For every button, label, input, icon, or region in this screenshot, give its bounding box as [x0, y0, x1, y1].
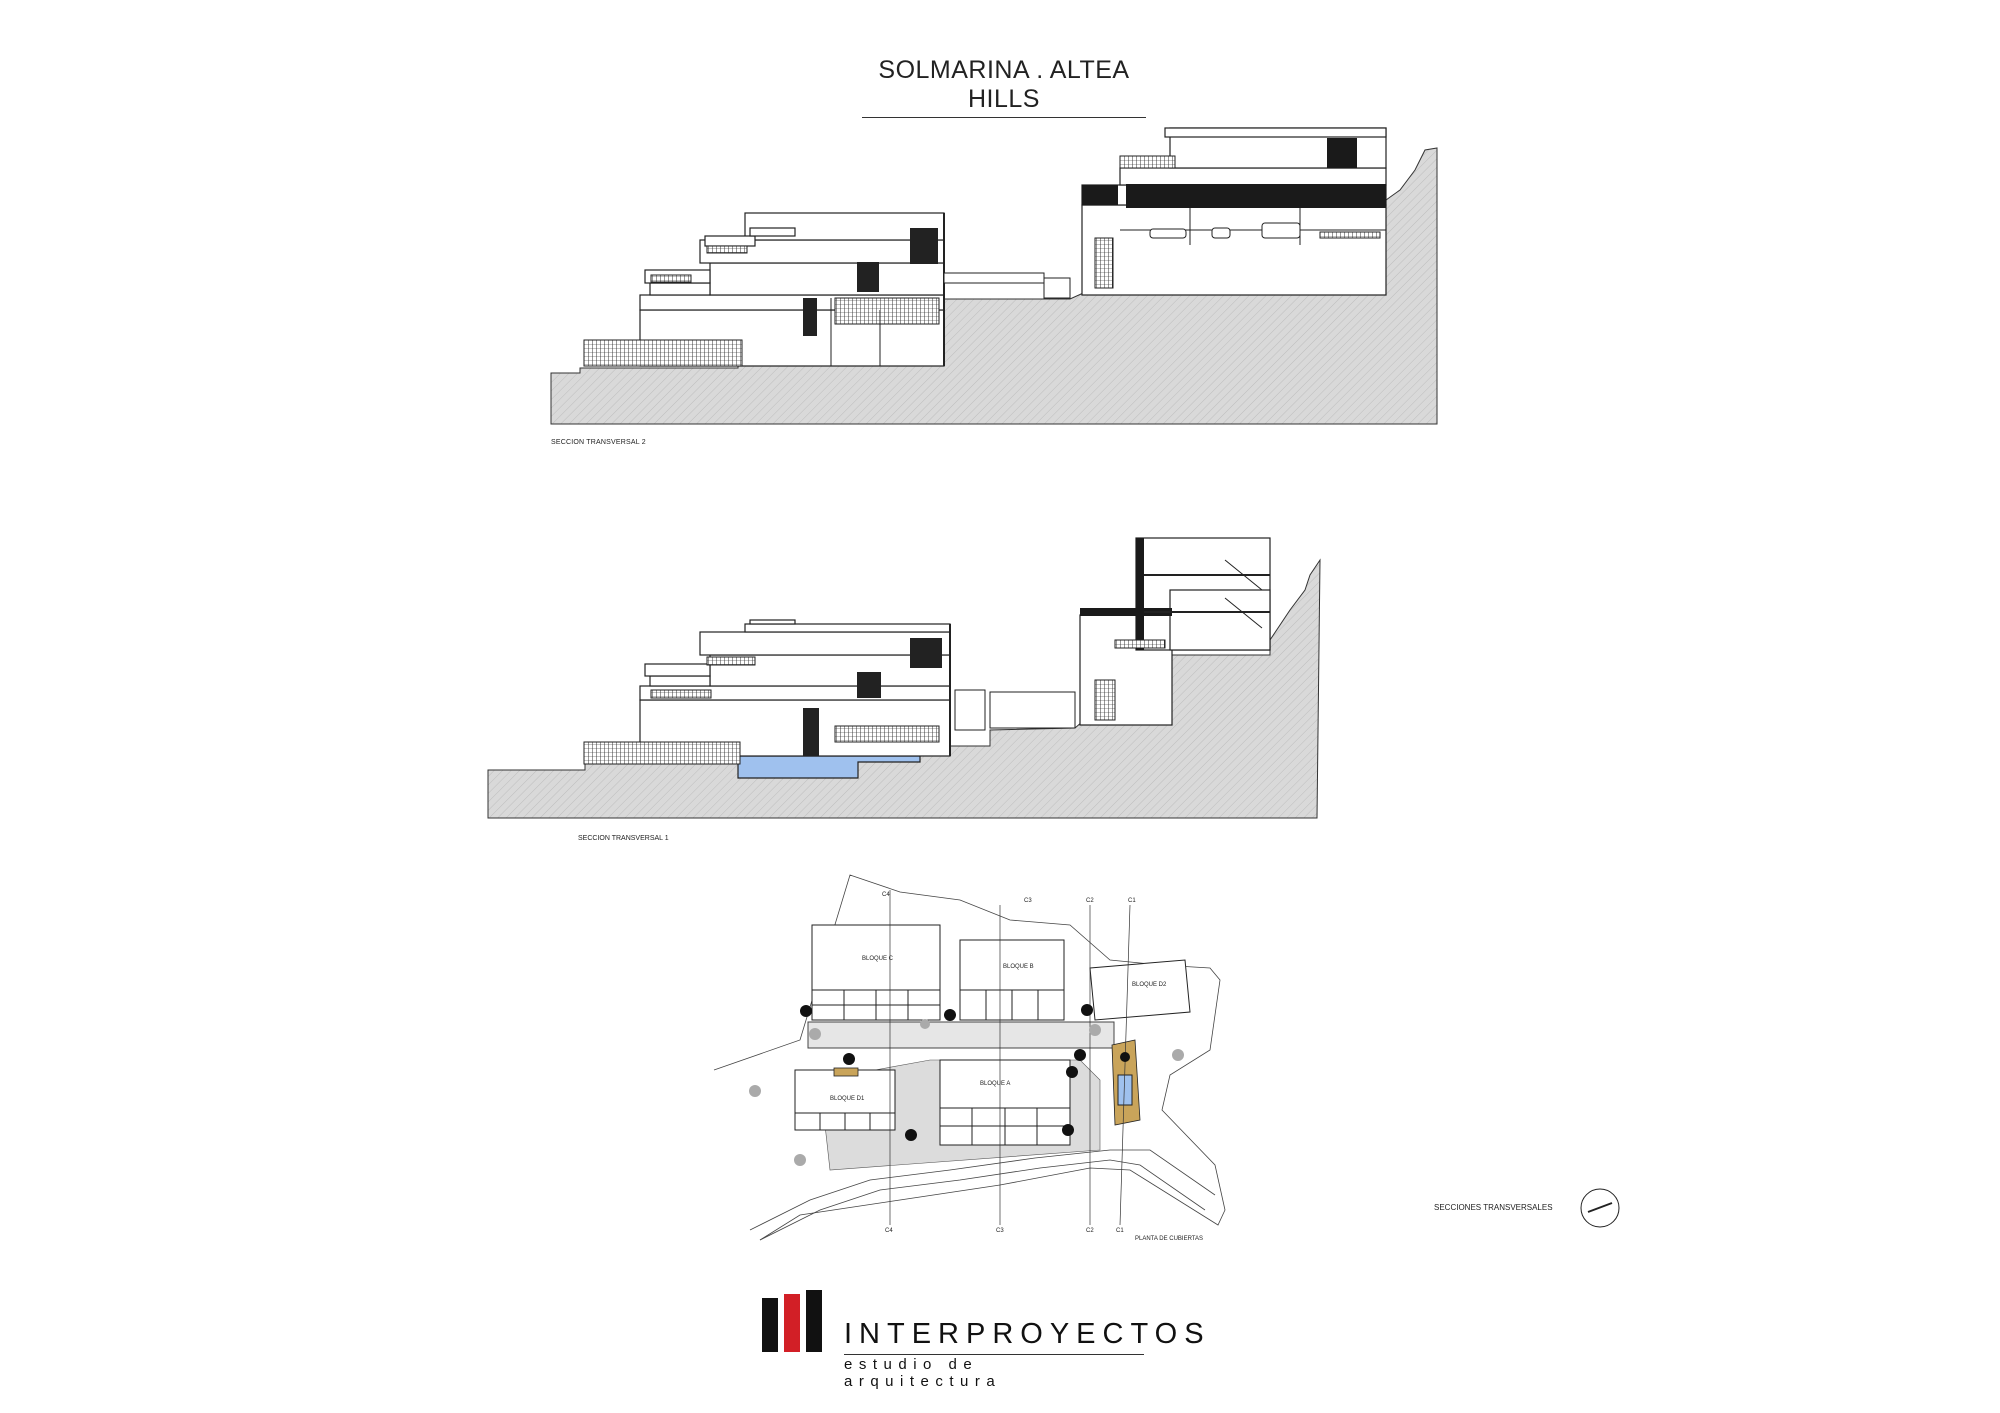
section-1-caption: SECCION TRANSVERSAL 1 — [578, 835, 669, 842]
plot-outline — [713, 874, 1226, 1241]
section-transversal-2 — [550, 127, 1438, 425]
interproyectos-logo-mark — [762, 1290, 822, 1352]
roof-plan: BLOQUE C BLOQUE B BLOQUE D2 BLOQUE A — [713, 874, 1226, 1241]
marker-c2-top: C2 — [1086, 898, 1094, 904]
marker-c3-top: C3 — [1024, 898, 1032, 904]
logo-name: INTERPROYECTOS — [844, 1318, 1211, 1350]
block-c-label: BLOQUE C — [862, 956, 894, 962]
section-legend-label: SECCIONES TRANSVERSALES — [1434, 1203, 1553, 1212]
marker-c3-bottom: C3 — [996, 1228, 1004, 1234]
block-d1-label: BLOQUE D1 — [830, 1096, 865, 1102]
block-d2-label: BLOQUE D2 — [1132, 982, 1167, 988]
marker-c4-top: C4 — [882, 892, 890, 898]
roof-plan-caption: PLANTA DE CUBIERTAS — [1135, 1236, 1203, 1242]
logo-tagline: estudio de arquitectura — [844, 1354, 1144, 1390]
section-legend-symbol — [1580, 1188, 1620, 1228]
palm-trees — [800, 1004, 1130, 1141]
block-b-label: BLOQUE B — [1003, 964, 1034, 970]
section-transversal-1 — [487, 537, 1321, 819]
marker-c1-bottom: C1 — [1116, 1228, 1124, 1234]
marker-c1-top: C1 — [1128, 898, 1136, 904]
section-2-caption: SECCION TRANSVERSAL 2 — [551, 439, 646, 446]
block-a-label: BLOQUE A — [980, 1081, 1010, 1087]
marker-c2-bottom: C2 — [1086, 1228, 1094, 1234]
marker-c4-bottom: C4 — [885, 1228, 893, 1234]
interproyectos-logo: INTERPROYECTOS estudio de arquitectura — [760, 1282, 1220, 1390]
page-title: SOLMARINA . ALTEA HILLS — [862, 56, 1146, 118]
grey-palms — [749, 1019, 1184, 1166]
